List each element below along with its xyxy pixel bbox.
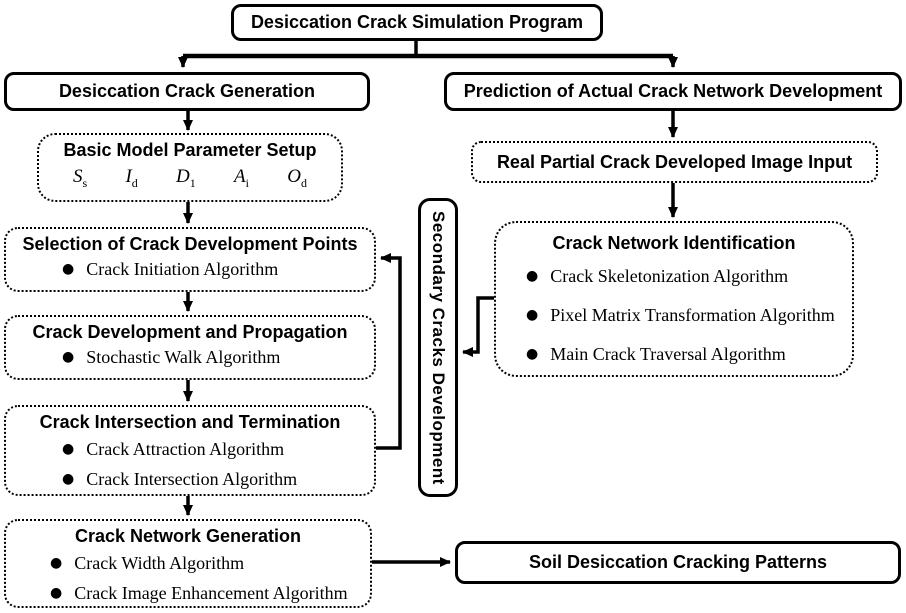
algorithm-label: Stochastic Walk Algorithm — [86, 347, 281, 367]
algorithm-label: Crack Skeletonization Algorithm — [550, 266, 789, 286]
symbol-d1: D1 — [176, 166, 196, 190]
bullet-icon: ● — [50, 555, 63, 571]
algorithm-label: Main Crack Traversal Algorithm — [550, 344, 786, 364]
list-item: ● Pixel Matrix Transformation Algorithm — [526, 302, 844, 328]
node-image-input-label: Real Partial Crack Developed Image Input — [496, 151, 853, 172]
node-cracking-patterns: Soil Desiccation Cracking Patterns — [455, 541, 901, 584]
node-network-identification: Crack Network Identification ● Crack Ske… — [494, 221, 854, 377]
connector-feedback-loop — [374, 253, 402, 450]
list-item: ● Crack Initiation Algorithm — [62, 256, 366, 282]
symbol-ss: Ss — [73, 166, 88, 190]
node-secondary-cracks-label: Secondary Cracks Development — [429, 210, 448, 485]
connector-identification-to-secondary — [462, 296, 494, 357]
node-root-label: Desiccation Crack Simulation Program — [250, 12, 584, 32]
parameter-symbols: Ss Id D1 Ai Od — [47, 166, 333, 191]
algorithm-label: Crack Attraction Algorithm — [86, 439, 285, 459]
node-intersection-termination-title: Crack Intersection and Termination — [39, 412, 341, 432]
node-parameter-setup: Basic Model Parameter Setup Ss Id D1 Ai … — [37, 133, 343, 202]
list-item: ● Crack Skeletonization Algorithm — [526, 263, 844, 289]
node-network-generation: Crack Network Generation ● Crack Width A… — [4, 519, 372, 608]
bullet-icon: ● — [62, 261, 75, 277]
node-prediction-header: Prediction of Actual Crack Network Devel… — [444, 72, 902, 111]
list-item: ● Crack Attraction Algorithm — [62, 436, 366, 462]
node-cracking-patterns-label: Soil Desiccation Cracking Patterns — [528, 552, 828, 572]
node-root: Desiccation Crack Simulation Program — [231, 4, 603, 41]
algorithm-label: Crack Width Algorithm — [74, 553, 245, 573]
bullet-icon: ● — [62, 471, 75, 487]
bullet-icon: ● — [526, 268, 539, 284]
list-item: ● Main Crack Traversal Algorithm — [526, 341, 844, 367]
node-crack-generation-label: Desiccation Crack Generation — [58, 81, 316, 101]
algorithm-label: Pixel Matrix Transformation Algorithm — [550, 305, 835, 325]
bullet-icon: ● — [526, 346, 539, 362]
bullet-icon: ● — [50, 585, 63, 601]
symbol-ai: Ai — [234, 166, 249, 190]
node-development-propagation: Crack Development and Propagation ● Stoc… — [4, 315, 376, 380]
node-crack-generation-header: Desiccation Crack Generation — [4, 72, 370, 111]
bullet-icon: ● — [62, 349, 75, 365]
symbol-id: Id — [125, 166, 138, 190]
list-item: ● Stochastic Walk Algorithm — [62, 344, 366, 370]
node-network-generation-title: Crack Network Generation — [74, 526, 302, 546]
node-intersection-termination: Crack Intersection and Termination ● Cra… — [4, 405, 376, 496]
symbol-od: Od — [287, 166, 307, 190]
algorithm-label: Crack Image Enhancement Algorithm — [74, 583, 348, 603]
node-parameter-setup-title: Basic Model Parameter Setup — [63, 140, 317, 160]
algorithm-label: Crack Initiation Algorithm — [86, 259, 279, 279]
node-network-identification-title: Crack Network Identification — [552, 233, 796, 253]
node-development-propagation-title: Crack Development and Propagation — [32, 322, 348, 342]
list-item: ● Crack Intersection Algorithm — [62, 466, 366, 492]
node-image-input: Real Partial Crack Developed Image Input — [471, 141, 878, 183]
algorithm-label: Crack Intersection Algorithm — [86, 469, 298, 489]
list-item: ● Crack Width Algorithm — [50, 550, 362, 576]
node-selection-points-title: Selection of Crack Development Points — [22, 234, 358, 254]
node-secondary-cracks: Secondary Cracks Development — [418, 198, 458, 497]
node-selection-points: Selection of Crack Development Points ● … — [4, 227, 376, 292]
list-item: ● Crack Image Enhancement Algorithm — [50, 580, 362, 606]
bullet-icon: ● — [526, 307, 539, 323]
bullet-icon: ● — [62, 441, 75, 457]
node-prediction-label: Prediction of Actual Crack Network Devel… — [463, 81, 883, 101]
